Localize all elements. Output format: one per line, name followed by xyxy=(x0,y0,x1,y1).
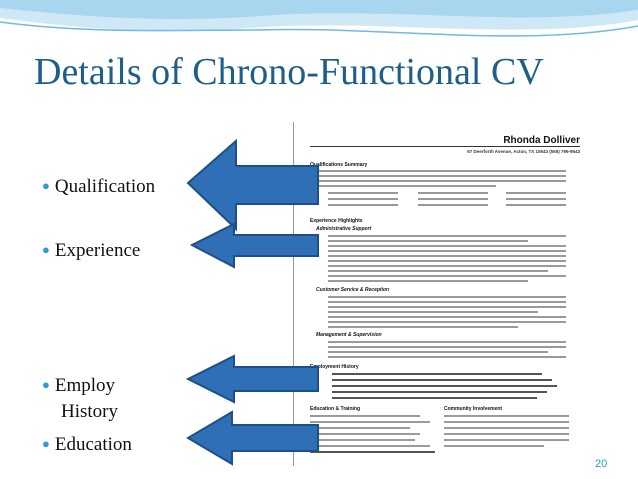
resume-subsection-customer: Customer Service & Reception xyxy=(316,287,390,293)
resume-subsection-management: Management & Supervision xyxy=(316,332,382,338)
resume-section-employment: Employment History xyxy=(310,364,359,370)
resume-section-experience: Experience Highlights xyxy=(310,218,363,224)
arrow-employ-history-icon xyxy=(185,354,319,404)
bullet-history-continuation: History xyxy=(61,401,118,422)
slide-title: Details of Chrono-Functional CV xyxy=(34,51,544,93)
resume-name: Rhonda Dolliver xyxy=(503,135,580,146)
resume-subsection-admin: Administrative Support xyxy=(316,226,372,232)
bullet-employ: ● Employ xyxy=(42,373,115,398)
top-wave-decoration xyxy=(0,0,638,37)
resume-image: Rhonda Dolliver 67 Deerforth Avenue, Act… xyxy=(293,122,586,466)
bullet-label: Education xyxy=(54,434,132,455)
bullet-qualification: ● Qualification xyxy=(42,174,155,199)
bullet-marker-icon: ● xyxy=(42,436,50,451)
resume-section-education: Education & Training xyxy=(310,406,361,412)
resume-header-rule xyxy=(310,146,580,147)
arrow-education-icon xyxy=(186,410,319,466)
bullet-label: Employ xyxy=(54,375,116,396)
resume-address: 67 Deerforth Avenue, Acton, TX 10543 (55… xyxy=(467,149,580,154)
arrow-experience-icon xyxy=(189,222,319,269)
bullet-education: ● Education xyxy=(42,432,132,457)
bullet-label: Experience xyxy=(54,240,141,261)
arrow-qualification-icon xyxy=(186,138,319,232)
page-number: 20 xyxy=(595,458,608,470)
bullet-marker-icon: ● xyxy=(42,377,50,392)
resume-section-qualifications: Qualifications Summary xyxy=(310,162,368,168)
bullet-marker-icon: ● xyxy=(42,242,50,257)
resume-section-community: Community Involvement xyxy=(444,406,503,412)
bullet-label: Qualification xyxy=(54,176,156,197)
bullet-experience: ● Experience xyxy=(42,238,140,263)
bullet-marker-icon: ● xyxy=(42,178,50,193)
